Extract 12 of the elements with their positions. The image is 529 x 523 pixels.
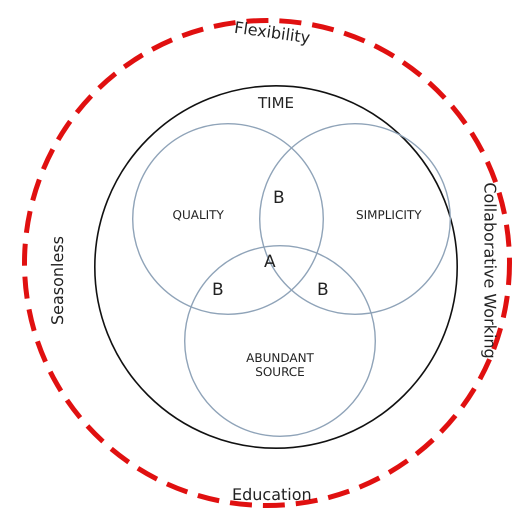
circle-label: QUALITY (172, 208, 224, 222)
region-label: A (264, 252, 276, 272)
region-label: B (317, 280, 329, 300)
region-label: B (273, 188, 285, 208)
region-label: B (212, 280, 224, 300)
circle-label: SIMPLICITY (356, 208, 422, 222)
ring-label: Education (232, 484, 312, 504)
circle-heading: TIME (258, 94, 294, 112)
ring-label: Collaborative Working (480, 182, 500, 358)
ring-label: Seasonless (48, 235, 67, 325)
circle-label: ABUNDANT SOURCE (245, 351, 315, 379)
ring-label: Flexibility (233, 17, 312, 47)
